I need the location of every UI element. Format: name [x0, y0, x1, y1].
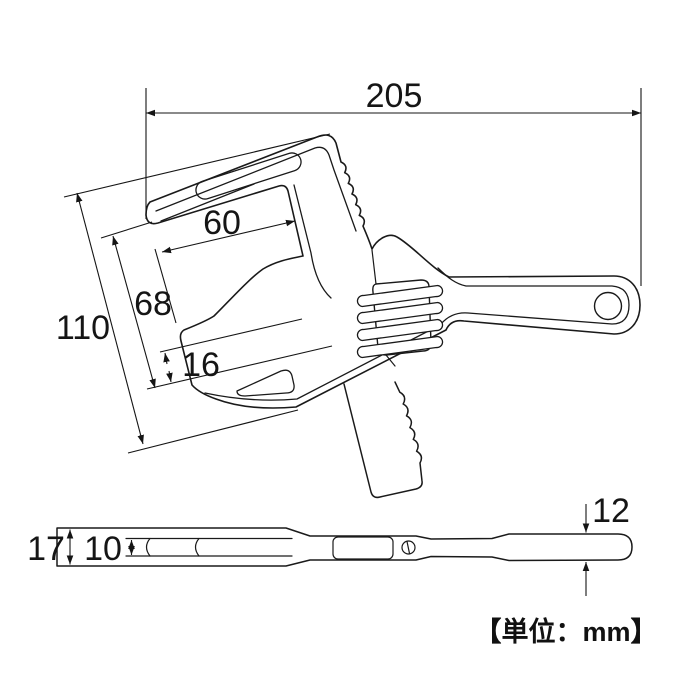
wrench-side-view — [56, 527, 633, 567]
unit-note: 【単位：mm】 — [474, 616, 657, 647]
body-inner-line — [204, 324, 441, 401]
movable-jaw-root-line — [293, 184, 332, 299]
dim-110-label: 110 — [56, 309, 110, 347]
wrench-outline — [145, 134, 641, 409]
side-adjust-screw — [401, 540, 416, 555]
movable-jaw-hole — [236, 369, 295, 397]
worm-screw-thread — [356, 284, 444, 359]
handle-inner-line — [437, 267, 630, 325]
dim-16-arrow-down — [166, 370, 173, 383]
side-jaw-arc-1 — [145, 537, 151, 557]
worm-screw-slot-link — [371, 249, 396, 367]
side-worm-window — [332, 536, 394, 560]
dim-inner-height — [100, 221, 156, 389]
dim-110-line — [76, 192, 144, 445]
side-jaw-arc-2 — [194, 537, 200, 557]
side-outline — [56, 527, 633, 567]
dim-head-height — [63, 133, 331, 454]
dim-68-label: 68 — [134, 285, 172, 323]
jaw-slot-hole — [195, 152, 302, 200]
dim-60-ext-left — [154, 248, 177, 324]
worm-screw-frame — [372, 279, 432, 356]
dim-16-line-bottom — [146, 345, 333, 390]
dim-60-line — [161, 219, 296, 254]
dim-12-label: 12 — [592, 492, 630, 530]
dim-jaw-depth — [154, 219, 296, 324]
dim-jaw-step — [146, 318, 333, 390]
side-inner-lines — [125, 537, 293, 557]
dim-16-arrow-up — [163, 352, 170, 365]
dim-110-ext-bottom — [127, 409, 299, 454]
fixed-jaw-inner-line — [155, 146, 357, 232]
dim-110-ext-top — [63, 133, 331, 198]
dim-205-label: 205 — [366, 77, 423, 115]
rack-bar — [343, 381, 423, 499]
handle-hole — [593, 291, 623, 321]
dim-68-line — [112, 235, 156, 389]
dim-10-label: 10 — [84, 530, 122, 568]
dim-17-label: 17 — [27, 530, 65, 568]
dim-68-ext-top — [100, 221, 153, 239]
dim-overall-length — [145, 88, 642, 286]
wrench-top-view — [145, 134, 641, 499]
dim-16-label: 16 — [182, 346, 220, 384]
fixed-jaw-tip-inner-line — [160, 183, 255, 222]
dim-16-line-top — [159, 318, 303, 353]
dim-60-label: 60 — [203, 204, 241, 242]
